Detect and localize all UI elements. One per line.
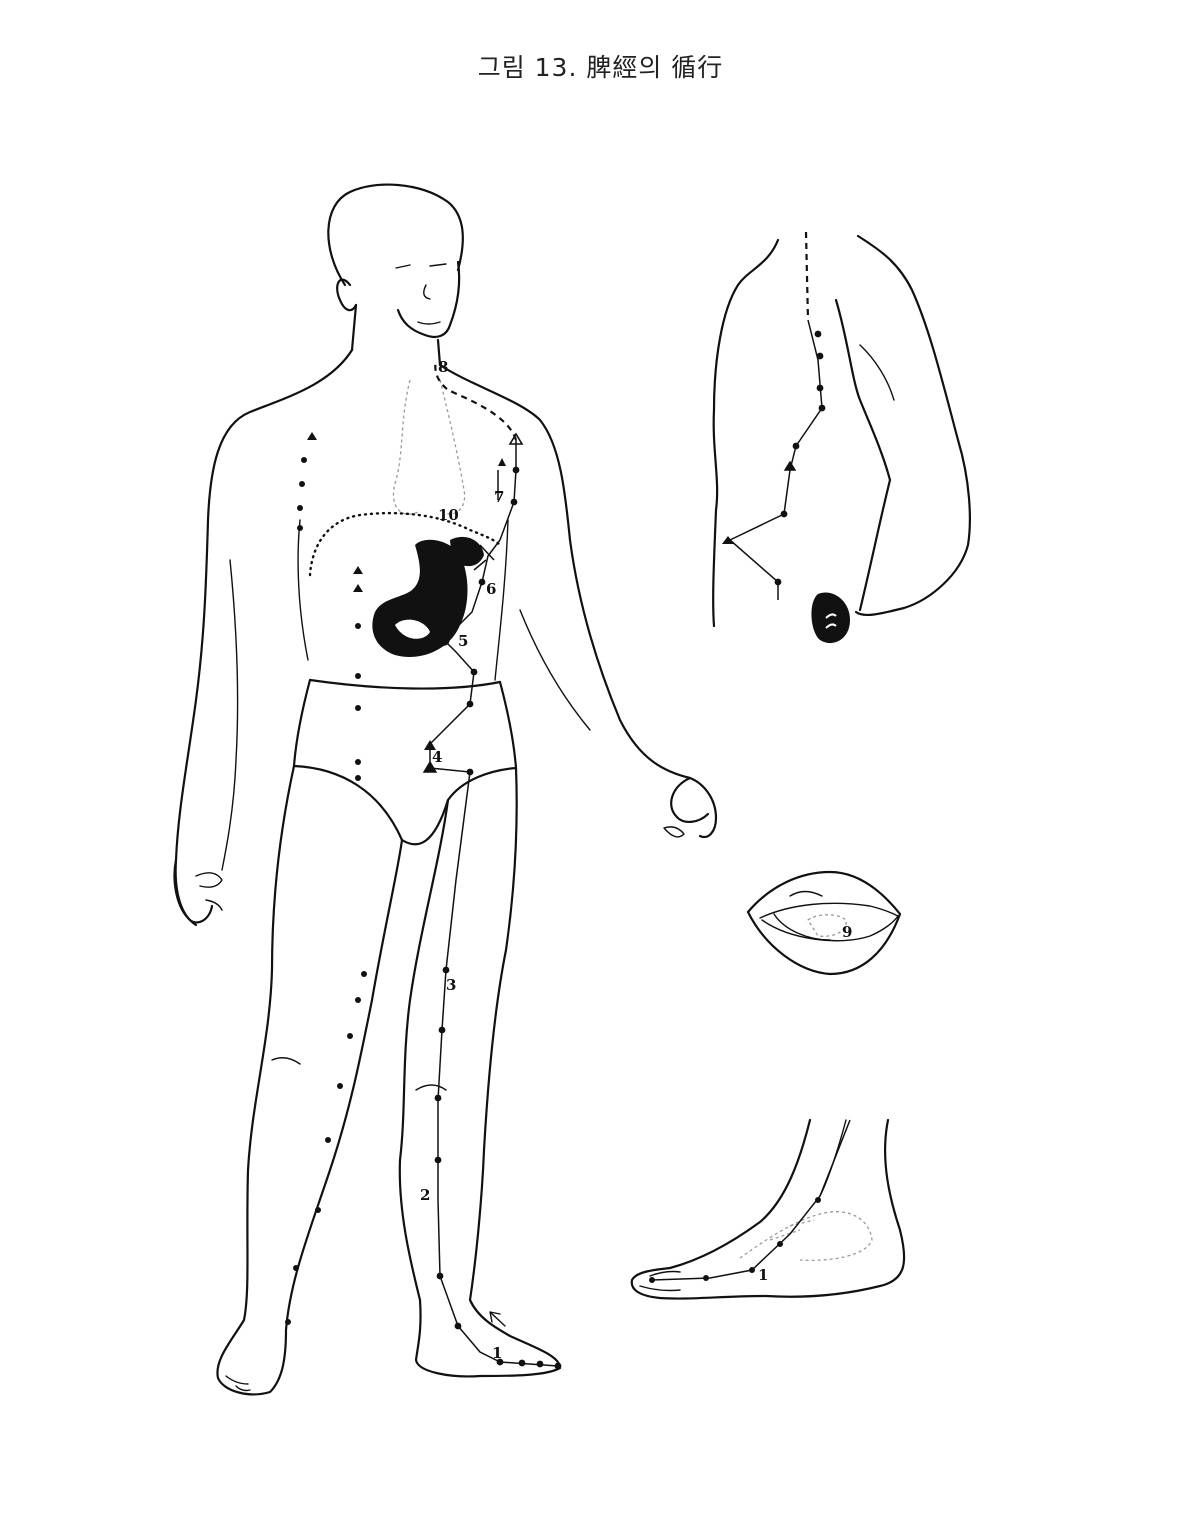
figure-caption: 그림 13. 脾經의 循行 (477, 53, 724, 82)
standing-figure (173, 183, 718, 1396)
direction-arrow (489, 1311, 506, 1327)
label-1-foot-inset: 1 (758, 1266, 768, 1284)
label-2: 2 (420, 1186, 430, 1204)
organ-outline-lungs (392, 379, 466, 515)
diaphragm-dotted-line (308, 511, 502, 577)
label-7: 7 (494, 488, 504, 506)
stomach-organ (372, 536, 484, 657)
label-10: 10 (438, 506, 459, 524)
label-1: 1 (492, 1344, 502, 1362)
label-9: 9 (842, 923, 852, 941)
armpit-inset (712, 231, 971, 644)
label-4: 4 (432, 748, 442, 766)
label-6: 6 (486, 580, 496, 598)
foot-inset (630, 1118, 906, 1300)
meridian-points (285, 432, 562, 1370)
label-3: 3 (446, 976, 456, 994)
label-5: 5 (458, 632, 468, 650)
label-8: 8 (438, 358, 448, 376)
mouth-tongue-inset (746, 870, 902, 976)
